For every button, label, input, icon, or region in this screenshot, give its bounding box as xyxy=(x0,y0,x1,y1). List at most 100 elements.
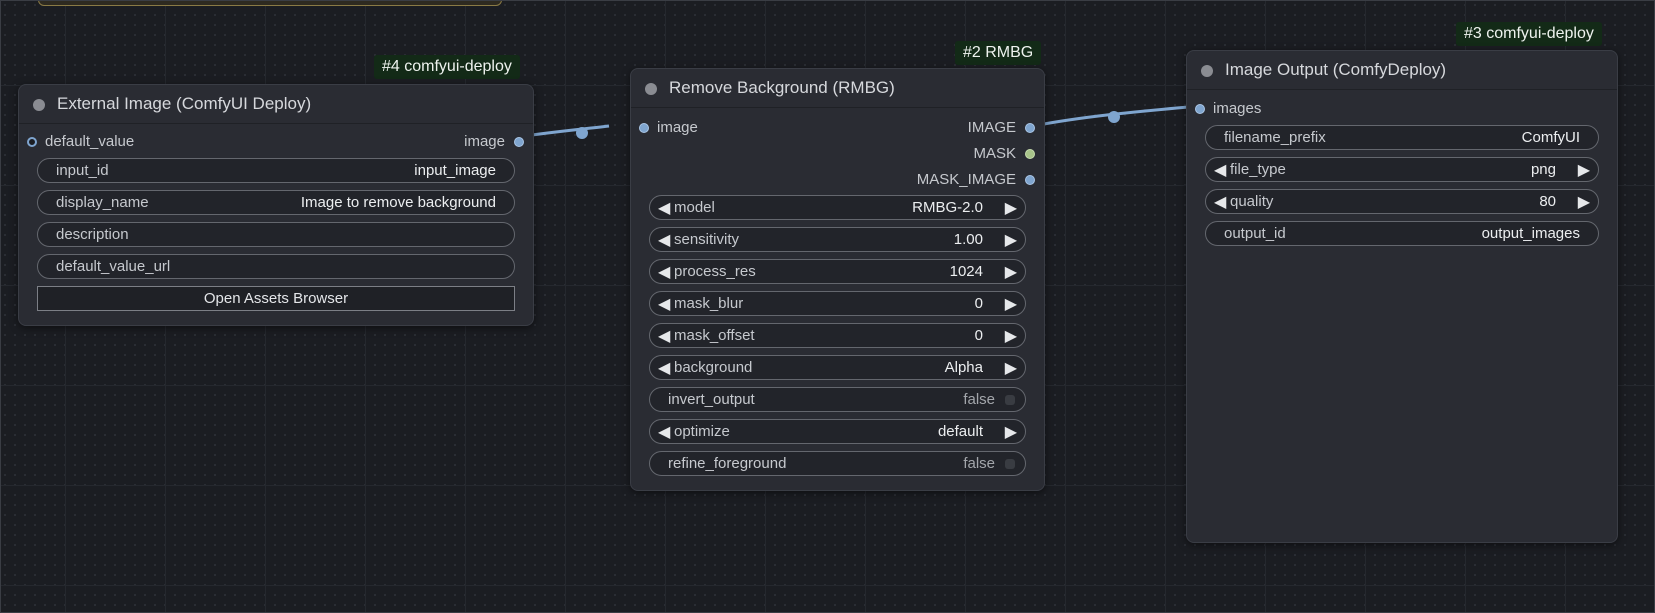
widget-value: 1.00 xyxy=(953,231,983,248)
input-slot-dot-icon[interactable] xyxy=(639,123,649,133)
left-arrow-icon[interactable]: ◀ xyxy=(658,232,671,249)
widget-label: background xyxy=(674,359,753,376)
right-arrow-icon[interactable]: ▶ xyxy=(1004,232,1017,249)
input-slot-label: default_value xyxy=(45,133,135,150)
collapse-dot-icon[interactable] xyxy=(33,99,45,111)
widget-value: png xyxy=(1530,161,1556,178)
link-rmbg-to-output[interactable] xyxy=(1032,104,1201,128)
left-arrow-icon[interactable]: ◀ xyxy=(1214,194,1227,211)
widget-process-res[interactable]: ◀ process_res 1024 ▶ xyxy=(649,259,1026,284)
node-rmbg[interactable]: Remove Background (RMBG) image IMAGE MAS… xyxy=(630,68,1045,491)
node-header[interactable]: External Image (ComfyUI Deploy) xyxy=(19,85,533,124)
node-external-image[interactable]: External Image (ComfyUI Deploy) default_… xyxy=(18,84,534,326)
widget-sensitivity[interactable]: ◀ sensitivity 1.00 ▶ xyxy=(649,227,1026,252)
widget-refine-foreground[interactable]: refine_foreground false xyxy=(649,451,1026,476)
widget-file-type[interactable]: ◀ file_type png ▶ xyxy=(1205,157,1599,182)
output-slot-dot-icon[interactable] xyxy=(1025,149,1035,159)
right-arrow-icon[interactable]: ▶ xyxy=(1004,424,1017,441)
widget-model[interactable]: ◀ model RMBG-2.0 ▶ xyxy=(649,195,1026,220)
right-arrow-icon[interactable]: ▶ xyxy=(1577,194,1590,211)
widget-label: refine_foreground xyxy=(668,455,787,472)
widget-label: output_id xyxy=(1224,225,1286,242)
output-slot-dot-icon[interactable] xyxy=(1025,175,1035,185)
collapse-dot-icon[interactable] xyxy=(645,83,657,95)
widget-label: display_name xyxy=(56,194,149,211)
left-arrow-icon[interactable]: ◀ xyxy=(658,328,671,345)
widget-value: 1024 xyxy=(949,263,983,280)
output-slot-label: image xyxy=(464,133,505,150)
widget-label: description xyxy=(56,226,129,243)
input-slot-dot-icon[interactable] xyxy=(27,137,37,147)
widget-quality[interactable]: ◀ quality 80 ▶ xyxy=(1205,189,1599,214)
widget-input-id[interactable]: input_id input_image xyxy=(37,158,515,183)
widget-optimize[interactable]: ◀ optimize default ▶ xyxy=(649,419,1026,444)
node-title: Remove Background (RMBG) xyxy=(669,78,895,97)
widget-value: Image to remove background xyxy=(300,194,496,211)
output-slot-label: MASK_IMAGE xyxy=(916,171,1016,188)
widget-label: optimize xyxy=(674,423,730,440)
left-arrow-icon[interactable]: ◀ xyxy=(658,264,671,281)
left-arrow-icon[interactable]: ◀ xyxy=(658,296,671,313)
widget-label: invert_output xyxy=(668,391,755,408)
widget-value: RMBG-2.0 xyxy=(912,199,983,216)
right-arrow-icon[interactable]: ▶ xyxy=(1004,360,1017,377)
left-arrow-icon[interactable]: ◀ xyxy=(658,360,671,377)
widget-value: 0 xyxy=(974,295,983,312)
widget-value: Alpha xyxy=(944,359,983,376)
left-arrow-icon[interactable]: ◀ xyxy=(1214,162,1227,179)
toggle-switch-icon[interactable] xyxy=(1005,395,1015,405)
right-arrow-icon[interactable]: ▶ xyxy=(1004,328,1017,345)
widget-label: file_type xyxy=(1230,161,1286,178)
widget-mask-offset[interactable]: ◀ mask_offset 0 ▶ xyxy=(649,323,1026,348)
right-arrow-icon[interactable]: ▶ xyxy=(1004,264,1017,281)
widget-filename-prefix[interactable]: filename_prefix ComfyUI xyxy=(1205,125,1599,150)
widget-label: default_value_url xyxy=(56,258,171,275)
output-slot-dot-icon[interactable] xyxy=(1025,123,1035,133)
widget-label: model xyxy=(674,199,715,216)
widget-value: 80 xyxy=(1539,193,1556,210)
widget-output-id[interactable]: output_id output_images xyxy=(1205,221,1599,246)
right-arrow-icon[interactable]: ▶ xyxy=(1004,200,1017,217)
node-title: External Image (ComfyUI Deploy) xyxy=(57,94,312,113)
widget-label: input_id xyxy=(56,162,109,179)
left-arrow-icon[interactable]: ◀ xyxy=(658,424,671,441)
link-midpoint[interactable] xyxy=(576,127,588,139)
widget-label: process_res xyxy=(674,263,756,280)
widget-default-value-url[interactable]: default_value_url xyxy=(37,254,515,279)
link-midpoint[interactable] xyxy=(1108,111,1120,123)
input-slot-dot-icon[interactable] xyxy=(1195,104,1205,114)
node-header[interactable]: Image Output (ComfyDeploy) xyxy=(1187,51,1617,90)
left-arrow-icon[interactable]: ◀ xyxy=(658,200,671,217)
collapse-dot-icon[interactable] xyxy=(1201,65,1213,77)
widget-label: mask_offset xyxy=(674,327,755,344)
toggle-switch-icon[interactable] xyxy=(1005,459,1015,469)
node-header[interactable]: Remove Background (RMBG) xyxy=(631,69,1044,108)
input-slot-label: image xyxy=(657,119,698,136)
right-arrow-icon[interactable]: ▶ xyxy=(1577,162,1590,179)
widget-display-name[interactable]: display_name Image to remove background xyxy=(37,190,515,215)
widget-value: false xyxy=(963,455,995,472)
widget-description[interactable]: description xyxy=(37,222,515,247)
widget-label: quality xyxy=(1230,193,1274,210)
widget-background[interactable]: ◀ background Alpha ▶ xyxy=(649,355,1026,380)
output-slot-dot-icon[interactable] xyxy=(514,137,524,147)
widget-value: false xyxy=(963,391,995,408)
widget-mask-blur[interactable]: ◀ mask_blur 0 ▶ xyxy=(649,291,1026,316)
node-badge: #4 comfyui-deploy xyxy=(374,55,520,79)
right-arrow-icon[interactable]: ▶ xyxy=(1004,296,1017,313)
widget-invert-output[interactable]: invert_output false xyxy=(649,387,1026,412)
widget-label: filename_prefix xyxy=(1224,129,1326,146)
widget-label: mask_blur xyxy=(674,295,744,312)
widget-value: 0 xyxy=(974,327,983,344)
widget-value: default xyxy=(937,423,983,440)
output-slot-label: MASK xyxy=(973,145,1016,162)
widget-value: output_images xyxy=(1481,225,1580,242)
widget-value: ComfyUI xyxy=(1521,129,1580,146)
open-assets-browser-button[interactable]: Open Assets Browser xyxy=(37,286,515,311)
node-badge: #3 comfyui-deploy xyxy=(1456,22,1602,46)
node-badge: #2 RMBG xyxy=(955,41,1042,65)
output-slot-label: IMAGE xyxy=(967,119,1016,136)
node-image-output[interactable]: Image Output (ComfyDeploy) images filena… xyxy=(1186,50,1618,543)
input-slot-label: images xyxy=(1213,100,1262,117)
node-title: Image Output (ComfyDeploy) xyxy=(1225,60,1447,79)
